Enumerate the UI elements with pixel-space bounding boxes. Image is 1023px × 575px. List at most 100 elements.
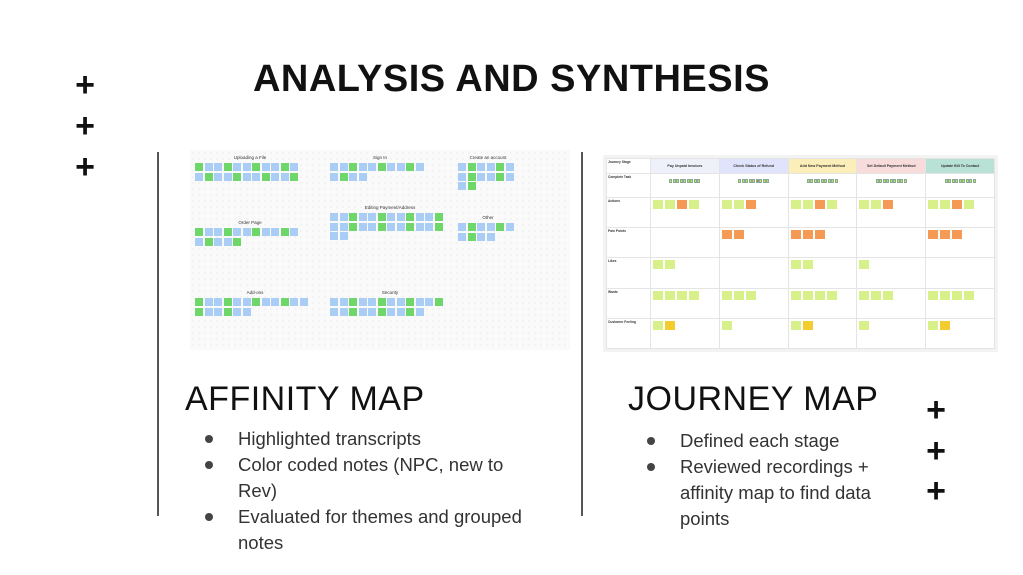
sticky-note [721, 199, 732, 209]
sticky-note [339, 232, 348, 240]
sticky-note [339, 298, 348, 306]
sticky-note [733, 230, 744, 240]
sticky-note [271, 163, 279, 171]
sticky-note [290, 172, 298, 181]
sticky-note [195, 172, 203, 181]
sticky-note [214, 172, 222, 181]
sticky-note [387, 163, 395, 171]
sticky-note [223, 237, 232, 246]
affinity-group: Other [458, 215, 518, 241]
journey-cell [925, 227, 995, 259]
sticky-note [859, 290, 870, 300]
sticky-note [358, 213, 367, 221]
sticky-note [214, 163, 222, 171]
sticky-note [396, 163, 405, 171]
sticky-note [358, 163, 367, 171]
journey-cell [787, 196, 858, 229]
sticky-note [653, 199, 663, 209]
sticky-note [745, 290, 756, 300]
row-label: Customer Feeling [606, 317, 651, 350]
sticky-note [223, 307, 232, 316]
bullet-item: Evaluated for themes and grouped notes [205, 504, 535, 556]
plus-decoration: + [75, 107, 95, 145]
sticky-note [387, 307, 395, 316]
affinity-group: Create an account [458, 155, 518, 190]
affinity-group-title: Editing Payment/Address [364, 205, 416, 210]
journey-cell [925, 196, 995, 229]
sticky-note [223, 163, 232, 171]
sticky-note [406, 213, 414, 221]
sticky-note [952, 290, 963, 300]
sticky-note [940, 290, 951, 300]
sticky-note [802, 290, 813, 300]
sticky-note [358, 172, 367, 181]
sticky-note [790, 290, 801, 300]
journey-cell [787, 317, 858, 350]
task-progress [650, 173, 720, 198]
affinity-map-heading: AFFINITY MAP [185, 380, 425, 418]
affinity-group: Add-ons [195, 290, 315, 316]
sticky-note [252, 228, 260, 236]
sticky-note [496, 172, 504, 181]
sticky-note [665, 199, 675, 209]
affinity-group-title: Order Page [238, 220, 262, 225]
sticky-note [330, 222, 338, 231]
journey-row: Likes [606, 257, 995, 289]
task-progress [787, 173, 858, 198]
sticky-note [204, 307, 213, 316]
sticky-note [802, 260, 813, 270]
sticky-note [223, 298, 232, 306]
sticky-note [204, 237, 213, 246]
sticky-note [689, 199, 699, 209]
affinity-group-title: Sign In [372, 155, 387, 160]
sticky-note [883, 290, 894, 300]
sticky-note [940, 199, 951, 209]
sticky-note [721, 320, 732, 330]
sticky-note [349, 172, 357, 181]
bullet-item: Highlighted transcripts [205, 426, 535, 452]
row-label: Wants [606, 287, 651, 319]
sticky-note [928, 199, 939, 209]
sticky-note [486, 163, 495, 171]
affinity-group: Editing Payment/Address [330, 205, 450, 240]
sticky-note [261, 298, 270, 306]
sticky-note [477, 232, 485, 241]
sticky-note [689, 290, 699, 300]
sticky-note [242, 307, 251, 316]
sticky-note [223, 228, 232, 236]
sticky-note [425, 213, 433, 221]
sticky-note [377, 298, 386, 306]
sticky-note [271, 228, 279, 236]
journey-map-heading: JOURNEY MAP [628, 380, 879, 418]
divider-line [581, 152, 583, 516]
plus-decoration: + [926, 391, 946, 429]
sticky-note [195, 307, 203, 316]
sticky-note [790, 320, 801, 330]
sticky-note [859, 320, 870, 330]
sticky-note [280, 172, 289, 181]
sticky-note [261, 163, 270, 171]
sticky-note [826, 290, 837, 300]
affinity-bullets: Highlighted transcripts Color coded note… [205, 426, 535, 556]
journey-row: Wants [606, 287, 995, 319]
sticky-note [802, 230, 813, 240]
sticky-note [358, 307, 367, 316]
sticky-note [665, 290, 675, 300]
journey-cell [787, 287, 858, 319]
sticky-note [415, 307, 424, 316]
sticky-note [330, 163, 338, 171]
sticky-note [505, 172, 514, 181]
sticky-note [826, 199, 837, 209]
journey-cell [856, 287, 927, 319]
sticky-note [330, 172, 338, 181]
sticky-note [280, 163, 289, 171]
sticky-note [964, 199, 975, 209]
sticky-note [195, 228, 203, 236]
sticky-note [928, 320, 939, 330]
sticky-note [233, 307, 241, 316]
stage-header: Pay Unpaid Invoices [650, 157, 720, 175]
stage-header: Update Bill To Contact [925, 157, 995, 175]
sticky-note [233, 298, 241, 306]
affinity-group-title: Uploading a File [233, 155, 267, 160]
